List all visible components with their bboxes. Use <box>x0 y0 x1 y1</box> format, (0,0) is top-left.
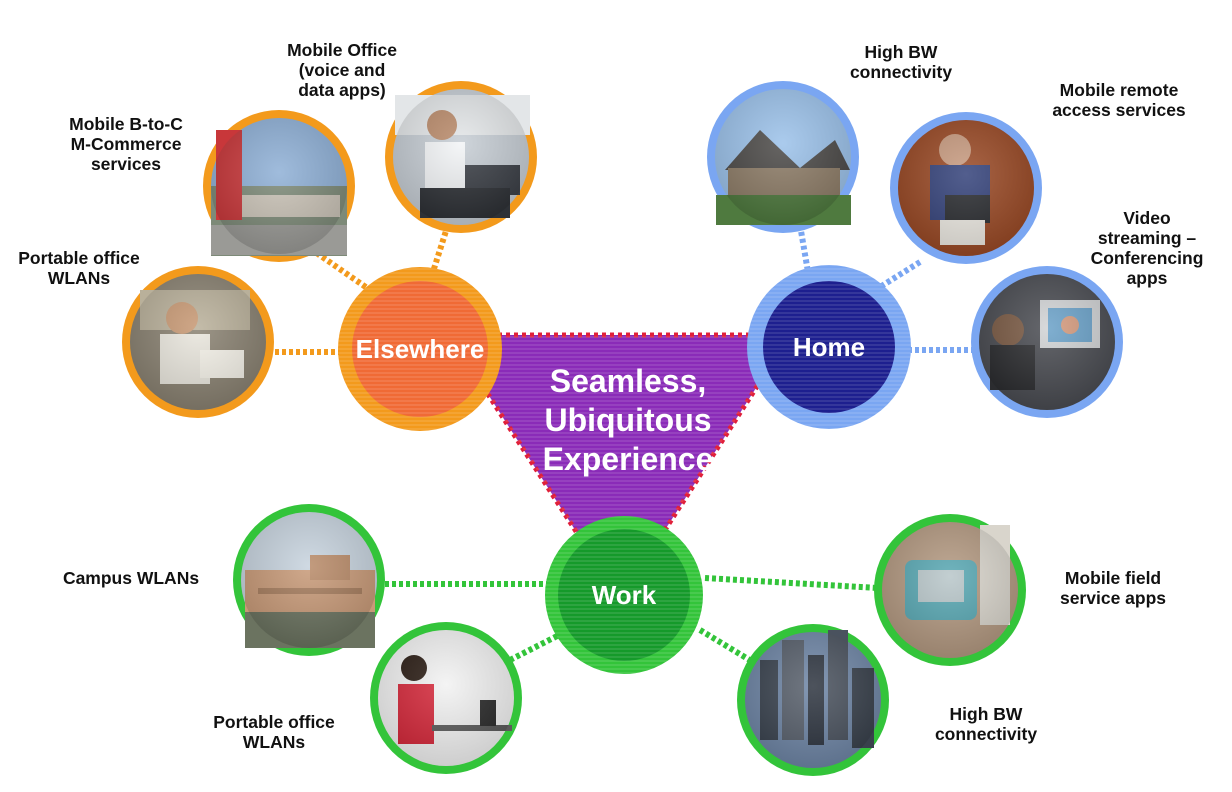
hub-work-label: Work <box>592 580 657 610</box>
center-text-line: Seamless, <box>550 363 707 399</box>
label-mobile-office: Mobile Office (voice and data apps) <box>287 40 397 100</box>
photo-node-high-bw-work <box>737 624 889 776</box>
connector-home-mobile-remote <box>870 259 922 295</box>
label-video-streaming: Video streaming – Conferencing apps <box>1090 208 1204 288</box>
center-triangle <box>445 332 795 605</box>
label-mobile-b2c: Mobile B-to-C M-Commerce services <box>69 114 183 174</box>
hub-elsewhere: Elsewhere <box>338 267 502 431</box>
center-text-line: Ubiquitous <box>544 402 711 438</box>
photo-node-portable-office-work <box>370 622 522 774</box>
hub-work: Work <box>545 516 703 674</box>
photo-node-video-streaming <box>971 266 1123 418</box>
connector-work-mobile-field <box>704 575 879 591</box>
photo-node-portable-office-elsewhere <box>122 266 274 418</box>
photo-node-high-bw-home <box>707 81 859 233</box>
connector-work-high-bw <box>698 627 760 668</box>
hub-home: Home <box>747 265 911 429</box>
connector-home-high-bw <box>797 224 811 273</box>
connector-lines <box>275 211 972 668</box>
photo-node-campus-wlans <box>233 504 385 656</box>
label-mobile-field: Mobile field service apps <box>1059 568 1167 608</box>
photo-node-mobile-remote <box>890 112 1042 264</box>
label-high-bw-home: High BW connectivity <box>849 42 953 82</box>
photo-node-mobile-field <box>874 514 1026 666</box>
center-text-line: Experience <box>543 441 714 477</box>
photo-node-mobile-office <box>385 81 537 233</box>
photo-node-mobile-b2c <box>203 110 355 262</box>
label-campus-wlans: Campus WLANs <box>62 568 200 588</box>
label-portable-office-elsewhere: Portable office WLANs <box>18 248 140 288</box>
label-portable-office-work: Portable office WLANs <box>213 712 335 752</box>
connector-elsewhere-mobile-b2c <box>303 242 372 293</box>
label-mobile-remote: Mobile remote access services <box>1052 80 1186 120</box>
label-high-bw-work: High BW connectivity <box>934 704 1038 744</box>
connector-work-portable-office <box>508 629 567 663</box>
hub-home-label: Home <box>793 332 865 362</box>
hub-elsewhere-label: Elsewhere <box>356 334 485 364</box>
